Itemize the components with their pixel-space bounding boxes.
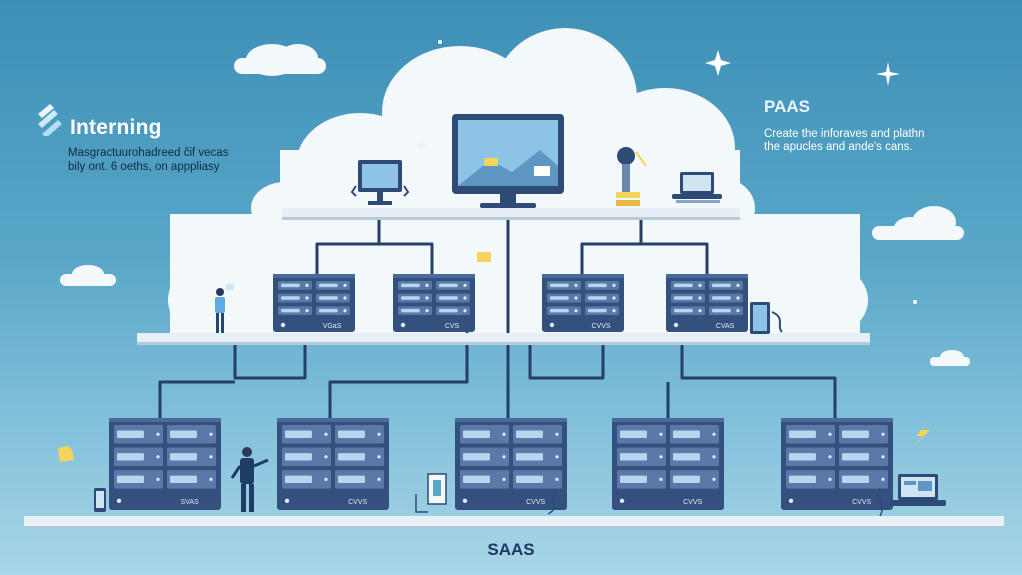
sparkle-icon <box>705 50 731 76</box>
sparkle-icon <box>913 300 917 304</box>
server-label: CVAS <box>716 323 735 330</box>
shelf-top <box>282 208 740 220</box>
stand-icon <box>415 473 883 517</box>
power-led <box>788 498 794 503</box>
workstation-icon <box>350 160 410 205</box>
server-row-middle: VGaS CVS CVVS CVAS <box>273 274 748 332</box>
sparkle-icon <box>416 140 428 151</box>
power-led <box>284 498 290 503</box>
person-icon <box>215 284 234 333</box>
shelf-bottom <box>24 516 1004 529</box>
power-led <box>549 322 555 328</box>
cloud-left-small <box>60 265 116 286</box>
server-label: CVVS <box>526 499 545 506</box>
server-rack-icon: CVAS <box>666 274 748 332</box>
server-rack-icon: SVAS <box>109 418 221 510</box>
tablet-icon <box>750 302 783 334</box>
background-clouds <box>60 44 970 366</box>
sparkles <box>416 40 917 304</box>
server-rack-icon: CVS <box>393 274 475 332</box>
person-icon <box>230 447 269 512</box>
server-label: CVVS <box>348 499 367 506</box>
microscope-icon <box>616 147 647 206</box>
server-label: CVVS <box>592 323 611 330</box>
network-wires <box>158 210 837 420</box>
power-led <box>116 498 122 503</box>
server-rack-icon: CVVS <box>612 418 724 510</box>
folder-icon <box>58 446 74 462</box>
cloud-top-left <box>234 44 326 76</box>
shelf-middle <box>137 333 870 345</box>
power-led <box>673 322 679 328</box>
server-label: CVVS <box>683 499 702 506</box>
server-rack-icon: VGaS <box>273 274 355 332</box>
cloud-right <box>872 206 964 240</box>
lightning-icon <box>914 422 930 446</box>
server-rack-icon: CVVS <box>455 418 567 510</box>
server-rack-icon: CVVS <box>542 274 624 332</box>
power-led <box>280 322 286 328</box>
server-label: CVVS <box>852 499 871 506</box>
phone-icon <box>94 488 106 512</box>
sparkle-icon <box>876 62 900 86</box>
server-row-bottom: SVAS CVVS CVVS CVVS CVVS <box>109 418 893 510</box>
monitor-icon <box>452 114 564 208</box>
server-label: CVS <box>445 323 460 330</box>
server-label: SVAS <box>181 499 199 506</box>
laptop-icon <box>672 172 722 203</box>
server-rack-icon: CVVS <box>277 418 389 510</box>
power-led <box>619 498 625 503</box>
laptop-icon <box>890 474 946 506</box>
cloud-right-small <box>930 350 970 366</box>
power-led <box>462 498 468 503</box>
server-rack-icon: CVVS <box>781 418 893 510</box>
sparkle-icon <box>438 40 442 44</box>
folder-icon <box>477 252 491 262</box>
power-led <box>400 322 406 328</box>
server-label: VGaS <box>323 323 342 330</box>
